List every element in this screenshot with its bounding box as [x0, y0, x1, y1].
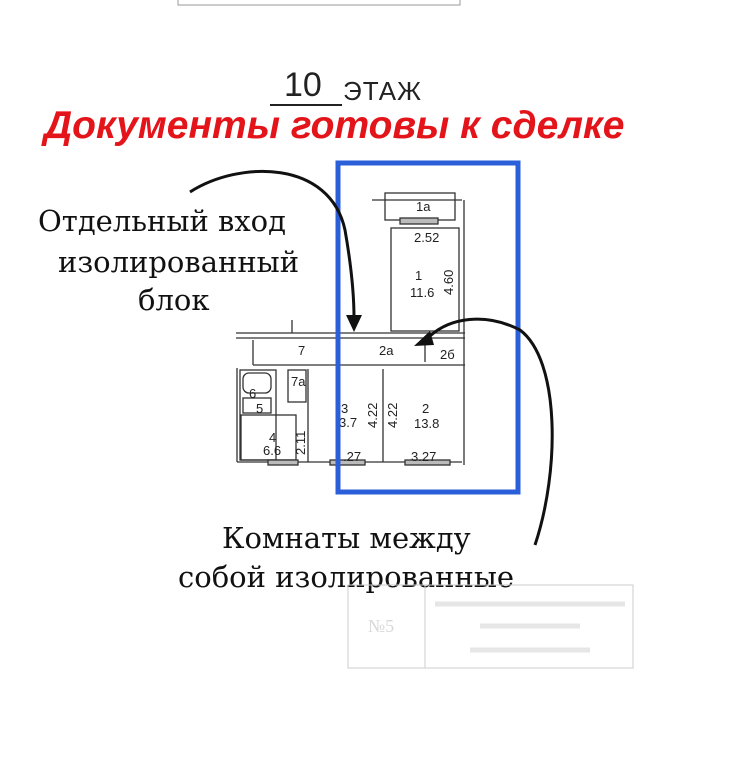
room-2-area: 13.8	[414, 416, 439, 431]
room-label-7a: 7a	[291, 374, 306, 389]
floor-number: 10	[284, 66, 322, 104]
room-label-4: 4	[269, 430, 276, 445]
room-label-7: 7	[298, 343, 305, 358]
page-frame-edge	[177, 0, 461, 6]
entrance-note-line-2: изолированный	[58, 245, 300, 279]
room-3-dim-length: 4.22	[365, 403, 380, 428]
room-label-5: 5	[256, 401, 263, 416]
headline: Документы готовы к сделке	[44, 104, 625, 147]
room-label-2b: 2б	[440, 347, 455, 362]
rooms-arrow-head-icon	[414, 331, 434, 346]
room-2-dim-length: 4.22	[385, 403, 400, 428]
room-label-2a: 2a	[379, 343, 394, 358]
room-label-3: 3	[341, 401, 348, 416]
room-1-area: 11.6	[410, 285, 434, 300]
room-label-2: 2	[422, 401, 429, 416]
room-4-area: 6.6	[263, 443, 281, 458]
rooms-arrow-line	[428, 317, 554, 546]
floor-plan-labels: 1a 2.52 1 11.6 4.60 7 2a 2б 7a 6 5 3 3.7…	[249, 199, 456, 464]
floor-underline	[270, 104, 342, 106]
entrance-arrow-line	[189, 169, 356, 319]
room-label-6: 6	[249, 386, 256, 401]
room-3-dim-width: .27	[343, 449, 361, 464]
room-label-1: 1	[415, 268, 422, 283]
stamp-number: №5	[368, 616, 394, 636]
stamp	[347, 584, 634, 669]
room-2-dim-width: 3.27	[411, 449, 436, 464]
room-3-area: 3.7	[339, 415, 357, 430]
entrance-note-line-3: блок	[138, 283, 210, 317]
room-4-dim: 2.11	[293, 431, 308, 455]
rooms-note-line-2: собой изолированные	[178, 560, 515, 594]
room-1-dim-length: 4.60	[441, 270, 456, 295]
room-label-1a: 1a	[416, 199, 431, 214]
floor-plan-walls	[236, 192, 465, 466]
floor-label: ЭТАЖ	[343, 76, 423, 106]
entrance-arrow-head-icon	[346, 315, 362, 332]
room-1-dim-width: 2.52	[414, 230, 439, 245]
rooms-note-line-1: Комнаты между	[222, 521, 471, 555]
entrance-note-line-1: Отдельный вход	[38, 204, 287, 238]
